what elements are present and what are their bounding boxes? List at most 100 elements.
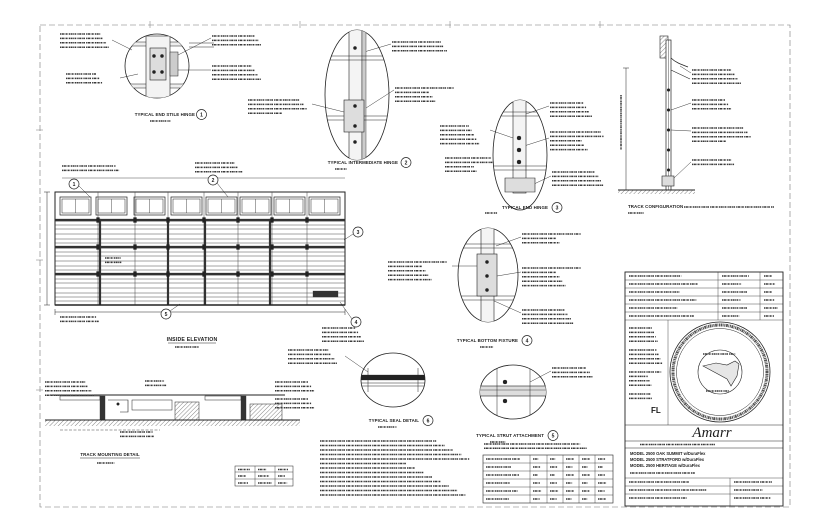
bolt: [353, 46, 357, 50]
track-configuration-title: TRACK CONFIGURATION: [628, 204, 683, 209]
detail-number: 2: [405, 160, 408, 166]
window-frame: [205, 196, 238, 216]
detail-1-contents: [125, 35, 189, 98]
window-frame: [170, 196, 203, 216]
title-block: [624, 271, 784, 507]
leader-line: [216, 182, 229, 198]
marker-number: 3: [357, 230, 360, 236]
hinge-mark: [270, 271, 274, 277]
detail-5-contents: [480, 365, 546, 419]
bubble-circle: [551, 202, 563, 213]
window-frame: [308, 196, 341, 216]
detail-title: TYPICAL END STILE HINGE: [135, 112, 195, 117]
detail-number: 1: [200, 112, 203, 118]
leader-line: [311, 103, 345, 113]
leader-line: [670, 102, 692, 111]
bubble-circle: [521, 335, 533, 346]
bubble-circle: [400, 157, 412, 168]
bolt: [485, 288, 489, 292]
bubble-circle: [422, 415, 434, 426]
elevation-marker-4: 4: [350, 316, 362, 328]
hinge-mark: [236, 271, 240, 277]
section-joint: [54, 272, 346, 276]
elevation-marker-5: 5: [160, 308, 172, 320]
hinge-mark: [166, 244, 170, 250]
detail-number: 3: [556, 205, 559, 211]
bolt: [666, 168, 671, 172]
marker-number: 1: [73, 182, 76, 188]
model-line: MODEL 2500 STRATFORD w/DuraFlex: [630, 457, 705, 462]
marker-circle: [352, 226, 364, 238]
leader-line: [496, 271, 522, 277]
track: [361, 30, 367, 160]
track-mounting-title: TRACK MOUNTING DETAIL: [80, 452, 140, 457]
bolt: [516, 147, 522, 153]
seal-ring-text: [671, 323, 769, 421]
hinge-plate: [343, 99, 365, 133]
hinge-mark: [166, 217, 170, 223]
leader-line: [111, 39, 133, 51]
window-frame: [239, 196, 272, 216]
leader-line: [365, 89, 395, 109]
marker-circle: [68, 178, 80, 190]
hinge-mark: [236, 244, 240, 250]
detail-title: TYPICAL SEAL DETAIL: [369, 418, 419, 423]
jamb-post: [99, 395, 106, 421]
hinge-mark: [305, 217, 309, 223]
track-configuration: [618, 35, 774, 214]
window-frame: [133, 196, 166, 216]
detail-bubble-5: 5: [547, 430, 559, 441]
track-bracket: [108, 399, 129, 413]
detail-4-contents: [458, 228, 518, 322]
elevation-marker-3: 3: [352, 226, 364, 238]
detail-bubble-2: 2: [400, 157, 412, 168]
strut-vertical: [166, 218, 170, 306]
title-block-outline: [624, 271, 784, 507]
marker-number: 5: [165, 312, 168, 318]
hinge-mark: [270, 217, 274, 223]
detail-number: 4: [526, 338, 529, 344]
leader-line: [533, 175, 552, 185]
detail-number: 5: [552, 433, 555, 439]
bolt: [353, 104, 357, 108]
marker-circle: [350, 316, 362, 328]
scale-table: [234, 465, 294, 487]
hinge-mark: [202, 244, 206, 250]
hinge-mark: [96, 271, 100, 277]
bolt: [353, 124, 357, 128]
detail-4-bottom-fixture: [388, 227, 581, 348]
elevation-marker-2: 2: [207, 174, 219, 186]
detail-6-seal-detail: [288, 349, 426, 428]
floor-sill: [131, 399, 173, 411]
track-radius: [670, 57, 689, 68]
bolt: [160, 54, 164, 58]
bolt: [485, 260, 489, 264]
concrete-block: [249, 403, 283, 421]
bolt: [116, 402, 120, 406]
bolt: [516, 159, 522, 165]
bolt: [502, 398, 508, 404]
leader-line: [673, 161, 692, 179]
hinge-mark: [305, 271, 309, 277]
hinge-mark: [236, 217, 240, 223]
bolt: [485, 274, 489, 278]
bolt: [160, 70, 164, 74]
detail-number: 6: [427, 418, 430, 424]
track-mounting-detail: [45, 380, 315, 487]
hinge-mark: [305, 244, 309, 250]
section-joint: [54, 218, 346, 222]
strut-vertical: [203, 218, 207, 306]
leader-line: [489, 129, 514, 139]
floor-hatch: [618, 190, 695, 194]
sheet-border: [36, 21, 791, 508]
detail-bubble-4: 4: [521, 335, 533, 346]
strut: [480, 385, 546, 397]
marker-circle: [207, 174, 219, 186]
bottom-seal: [361, 374, 425, 381]
leader-line: [119, 73, 139, 79]
hinge-mark: [96, 244, 100, 250]
general-notes: [320, 440, 470, 496]
window-frame: [59, 196, 92, 216]
bottom-bracket: [661, 175, 675, 187]
